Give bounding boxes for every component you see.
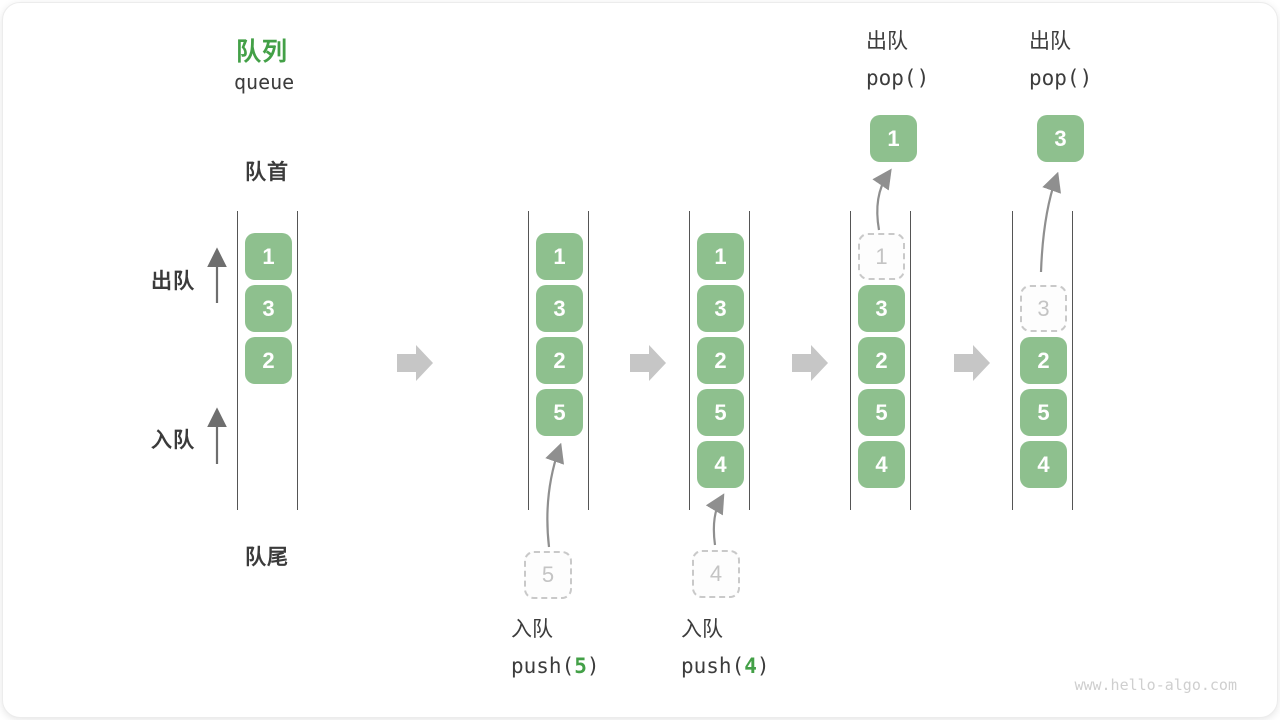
queue-item: 2	[245, 337, 292, 384]
queue-item-removed: 3	[1020, 285, 1067, 332]
queue-item: 3	[245, 285, 292, 332]
code-open: push(	[511, 654, 575, 678]
queue-item-removed: 1	[858, 233, 905, 280]
pop-operation-label: 出队 pop()	[1029, 24, 1092, 96]
queue-state-2: 1 3 2 5	[528, 211, 589, 510]
staged-item: 4	[692, 550, 740, 598]
queue-item: 5	[697, 389, 744, 436]
staged-item: 5	[524, 551, 572, 599]
push-operation-label: 入队 push(5)	[511, 612, 600, 684]
queue-state-4: 1 3 2 5 4	[850, 211, 911, 510]
queue-state-5: 3 2 5 4	[1012, 211, 1073, 510]
watermark: www.hello-algo.com	[1074, 676, 1237, 694]
code-arg: 5	[574, 654, 587, 678]
queue-item: 3	[697, 285, 744, 332]
popped-item: 3	[1037, 115, 1084, 162]
queue-item: 2	[536, 337, 583, 384]
queue-item: 1	[245, 233, 292, 280]
queue-item: 2	[858, 337, 905, 384]
queue-item: 5	[858, 389, 905, 436]
code-close: )	[756, 654, 770, 678]
queue-rear-label: 队尾	[245, 546, 289, 569]
push-code-text: push(5)	[511, 648, 600, 684]
queue-item: 5	[1020, 389, 1067, 436]
queue-item: 3	[536, 285, 583, 332]
queue-item: 1	[536, 233, 583, 280]
code-open: push(	[681, 654, 745, 678]
figure-title-zh: 队列	[236, 38, 289, 66]
queue-item: 4	[858, 441, 905, 488]
push-operation-label: 入队 push(4)	[681, 612, 770, 684]
queue-item: 1	[697, 233, 744, 280]
pop-code-text: pop()	[866, 66, 930, 90]
queue-state-3: 1 3 2 5 4	[689, 211, 750, 510]
queue-item: 5	[536, 389, 583, 436]
pop-action-text: 出队	[866, 30, 908, 53]
pop-action-text: 出队	[1029, 30, 1071, 53]
push-code-text: push(4)	[681, 648, 770, 684]
push-action-text: 入队	[511, 618, 553, 641]
queue-item: 2	[1020, 337, 1067, 384]
push-action-text: 入队	[681, 618, 723, 641]
queue-state-1: 1 3 2	[237, 211, 298, 510]
popped-item: 1	[870, 115, 917, 162]
figure-title-en: queue	[234, 70, 295, 94]
enqueue-side-label: 入队	[151, 429, 195, 452]
queue-item: 3	[858, 285, 905, 332]
pop-operation-label: 出队 pop()	[866, 24, 929, 96]
queue-item: 2	[697, 337, 744, 384]
code-close: )	[586, 654, 600, 678]
dequeue-side-label: 出队	[151, 270, 195, 293]
queue-front-label: 队首	[245, 161, 289, 184]
pop-code-text: pop()	[1029, 66, 1093, 90]
queue-item: 4	[1020, 441, 1067, 488]
queue-item: 4	[697, 441, 744, 488]
code-arg: 4	[744, 654, 757, 678]
